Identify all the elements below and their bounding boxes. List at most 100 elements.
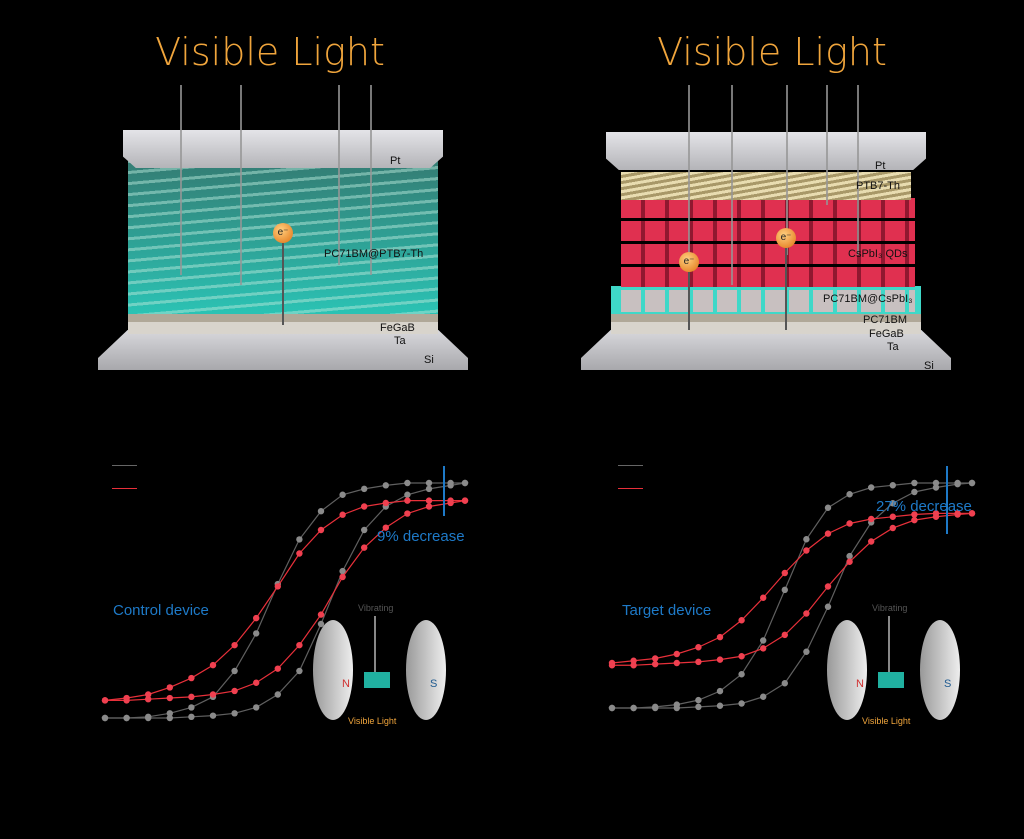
data-point-dark-up <box>339 491 346 498</box>
decrease-arrow <box>443 466 445 516</box>
data-point-light-down <box>824 583 832 590</box>
data-point-light-down <box>317 611 325 618</box>
data-point-dark-down <box>803 648 810 655</box>
data-point-dark-down <box>274 691 281 698</box>
data-point-dark-down <box>695 703 702 711</box>
data-point-light-down <box>630 662 637 669</box>
data-point-dark-up <box>296 536 303 543</box>
label-pt: Pt <box>390 155 401 167</box>
data-point-light-down <box>608 662 616 669</box>
series-line-dark-down <box>612 482 973 709</box>
light-ray <box>180 85 182 275</box>
title-left: Visible Light <box>155 30 385 74</box>
qd-layer <box>621 198 915 290</box>
data-point-dark-down <box>911 488 918 496</box>
data-point-light-up <box>803 547 810 554</box>
data-point-dark-down <box>253 704 260 711</box>
data-point-light-up <box>716 633 724 641</box>
n-pole-label: N <box>856 678 864 690</box>
legend-dark-marker <box>618 465 643 466</box>
data-point-light-up <box>630 657 637 664</box>
data-point-dark-up <box>716 687 724 695</box>
data-point-light-down <box>716 656 724 663</box>
data-point-dark-down <box>145 714 152 722</box>
data-point-light-down <box>339 573 346 581</box>
data-point-dark-down <box>101 714 109 722</box>
series-line-light-down <box>105 500 466 701</box>
data-point-dark-down <box>954 480 961 488</box>
electron-path <box>282 243 284 325</box>
data-point-dark-down <box>608 704 616 712</box>
legend-light-marker <box>618 488 643 489</box>
ptb7-layer <box>621 172 911 200</box>
decrease-label: 27% decrease <box>876 498 972 515</box>
decrease-arrow <box>946 466 948 534</box>
data-point-light-up <box>760 594 767 601</box>
device-label: Target device <box>622 602 712 619</box>
label-si: Si <box>424 354 434 366</box>
data-point-light-down <box>954 511 961 518</box>
series-line-light-up <box>611 512 972 664</box>
data-point-light-up <box>738 617 745 624</box>
data-point-light-down <box>760 645 767 652</box>
data-point-dark-up <box>781 586 788 594</box>
electron-path <box>688 272 690 330</box>
label-mix: PC71BM@CsPbI₃ <box>823 293 913 305</box>
data-point-dark-up <box>824 504 832 511</box>
data-point-dark-up <box>188 704 195 711</box>
data-point-light-down <box>911 516 918 524</box>
label-ta: Ta <box>394 335 406 347</box>
data-point-light-up <box>404 497 411 504</box>
si-substrate <box>581 330 951 370</box>
vibrating-rod <box>888 616 890 676</box>
data-point-light-up <box>317 526 325 534</box>
data-point-dark-up <box>317 508 325 515</box>
data-point-light-up <box>889 513 896 520</box>
series-line-dark-up <box>105 482 465 719</box>
data-point-dark-up <box>166 710 173 717</box>
series-line-light-down <box>612 512 973 666</box>
light-ray <box>688 85 690 275</box>
data-point-dark-up <box>911 479 918 487</box>
data-point-light-down <box>846 558 853 565</box>
data-point-dark-up <box>404 479 411 487</box>
data-point-light-up <box>673 650 680 658</box>
ta-layer <box>128 322 438 334</box>
vibrating-label: Vibrating <box>358 603 394 613</box>
measurement-setup-inset: Vibrating N S Visible Light <box>308 603 458 730</box>
data-point-light-up <box>209 661 217 669</box>
electron-path <box>785 248 787 330</box>
data-point-dark-down <box>630 704 637 712</box>
data-point-dark-down <box>461 479 469 487</box>
data-point-dark-down <box>209 712 217 719</box>
label-pt: Pt <box>875 160 886 172</box>
data-point-light-down <box>447 499 454 507</box>
light-ray <box>857 85 859 255</box>
data-point-light-down <box>188 693 195 701</box>
data-point-dark-down <box>425 485 433 493</box>
data-point-light-down <box>803 610 810 617</box>
magnet-n <box>827 620 867 720</box>
data-point-dark-up <box>361 485 368 493</box>
data-point-light-up <box>382 499 389 507</box>
data-point-light-down <box>145 696 152 703</box>
series-line-dark-up <box>612 482 972 709</box>
magnet-s <box>920 620 960 720</box>
data-point-dark-up <box>760 637 767 644</box>
label-ptb7: PTB7-Th <box>856 180 901 192</box>
data-point-light-up <box>781 569 788 577</box>
data-point-dark-up <box>382 482 389 489</box>
data-point-light-up <box>145 691 152 698</box>
data-point-dark-down <box>447 482 454 489</box>
si-substrate <box>98 330 468 370</box>
n-pole-label: N <box>342 678 350 690</box>
label-ta: Ta <box>887 341 899 353</box>
light-ray <box>338 85 340 265</box>
electron-icon: e⁻ <box>679 252 699 272</box>
data-point-dark-up <box>695 696 702 704</box>
data-point-dark-down <box>166 714 173 722</box>
data-point-light-down <box>652 660 659 668</box>
data-point-light-up <box>846 520 853 527</box>
data-point-light-down <box>166 694 173 702</box>
series-line-light-up <box>104 500 465 701</box>
